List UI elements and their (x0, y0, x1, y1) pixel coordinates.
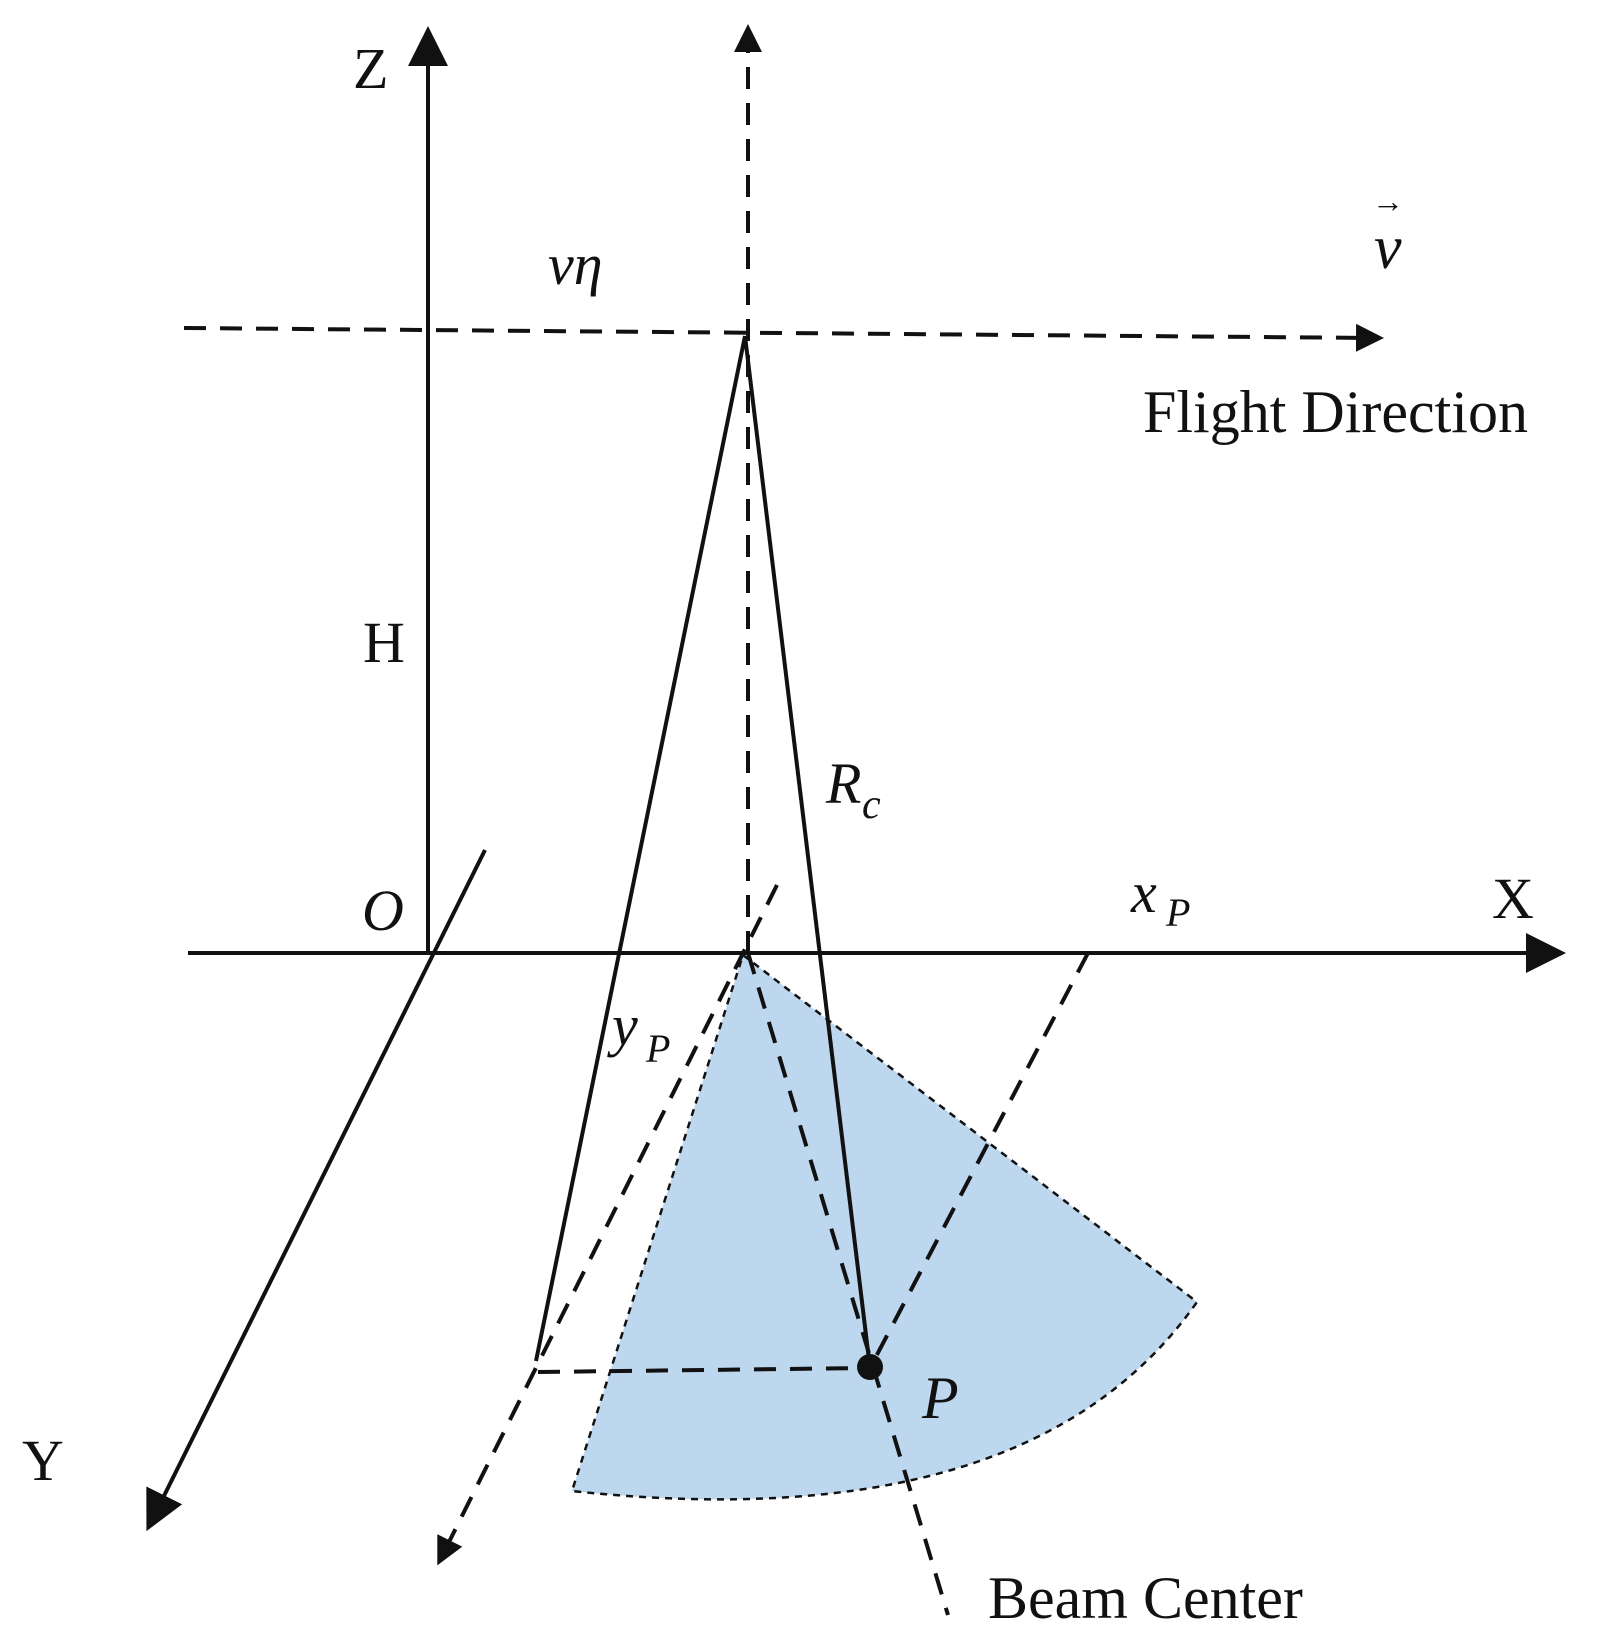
yp-label: y (607, 993, 638, 1058)
flight-track (183, 323, 1384, 352)
velocity-label: v (1374, 214, 1402, 282)
y-axis-label: Y (22, 1428, 64, 1493)
beam-footprint (570, 952, 1199, 1501)
slant-range-rc-line (743, 335, 872, 1369)
flight-direction-label: Flight Direction (1143, 379, 1528, 445)
point-p-label: P (921, 1365, 959, 1431)
target-point-p (857, 1354, 883, 1380)
slant-line-to-y-projection (534, 335, 747, 1362)
beam-center-label: Beam Center (988, 1565, 1303, 1631)
rc-subscript: c (862, 782, 881, 828)
height-label: H (363, 610, 405, 675)
xp-projection-line (868, 952, 1090, 1369)
x-axis-label: X (1492, 866, 1534, 931)
velocity-arrow-label: → (1372, 183, 1404, 219)
rc-label: R (825, 751, 861, 816)
xp-subscript: P (1165, 890, 1190, 935)
y-axis (146, 849, 487, 1532)
yp-connector-line (537, 1366, 869, 1374)
beam-center-line (746, 952, 950, 1616)
yp-subscript: P (645, 1026, 670, 1071)
xp-label: x (1130, 860, 1157, 925)
nadir-y-parallel-line (437, 884, 779, 1566)
z-axis-label: Z (353, 36, 388, 101)
v-eta-label: vη (548, 232, 603, 297)
origin-label: O (362, 878, 404, 943)
